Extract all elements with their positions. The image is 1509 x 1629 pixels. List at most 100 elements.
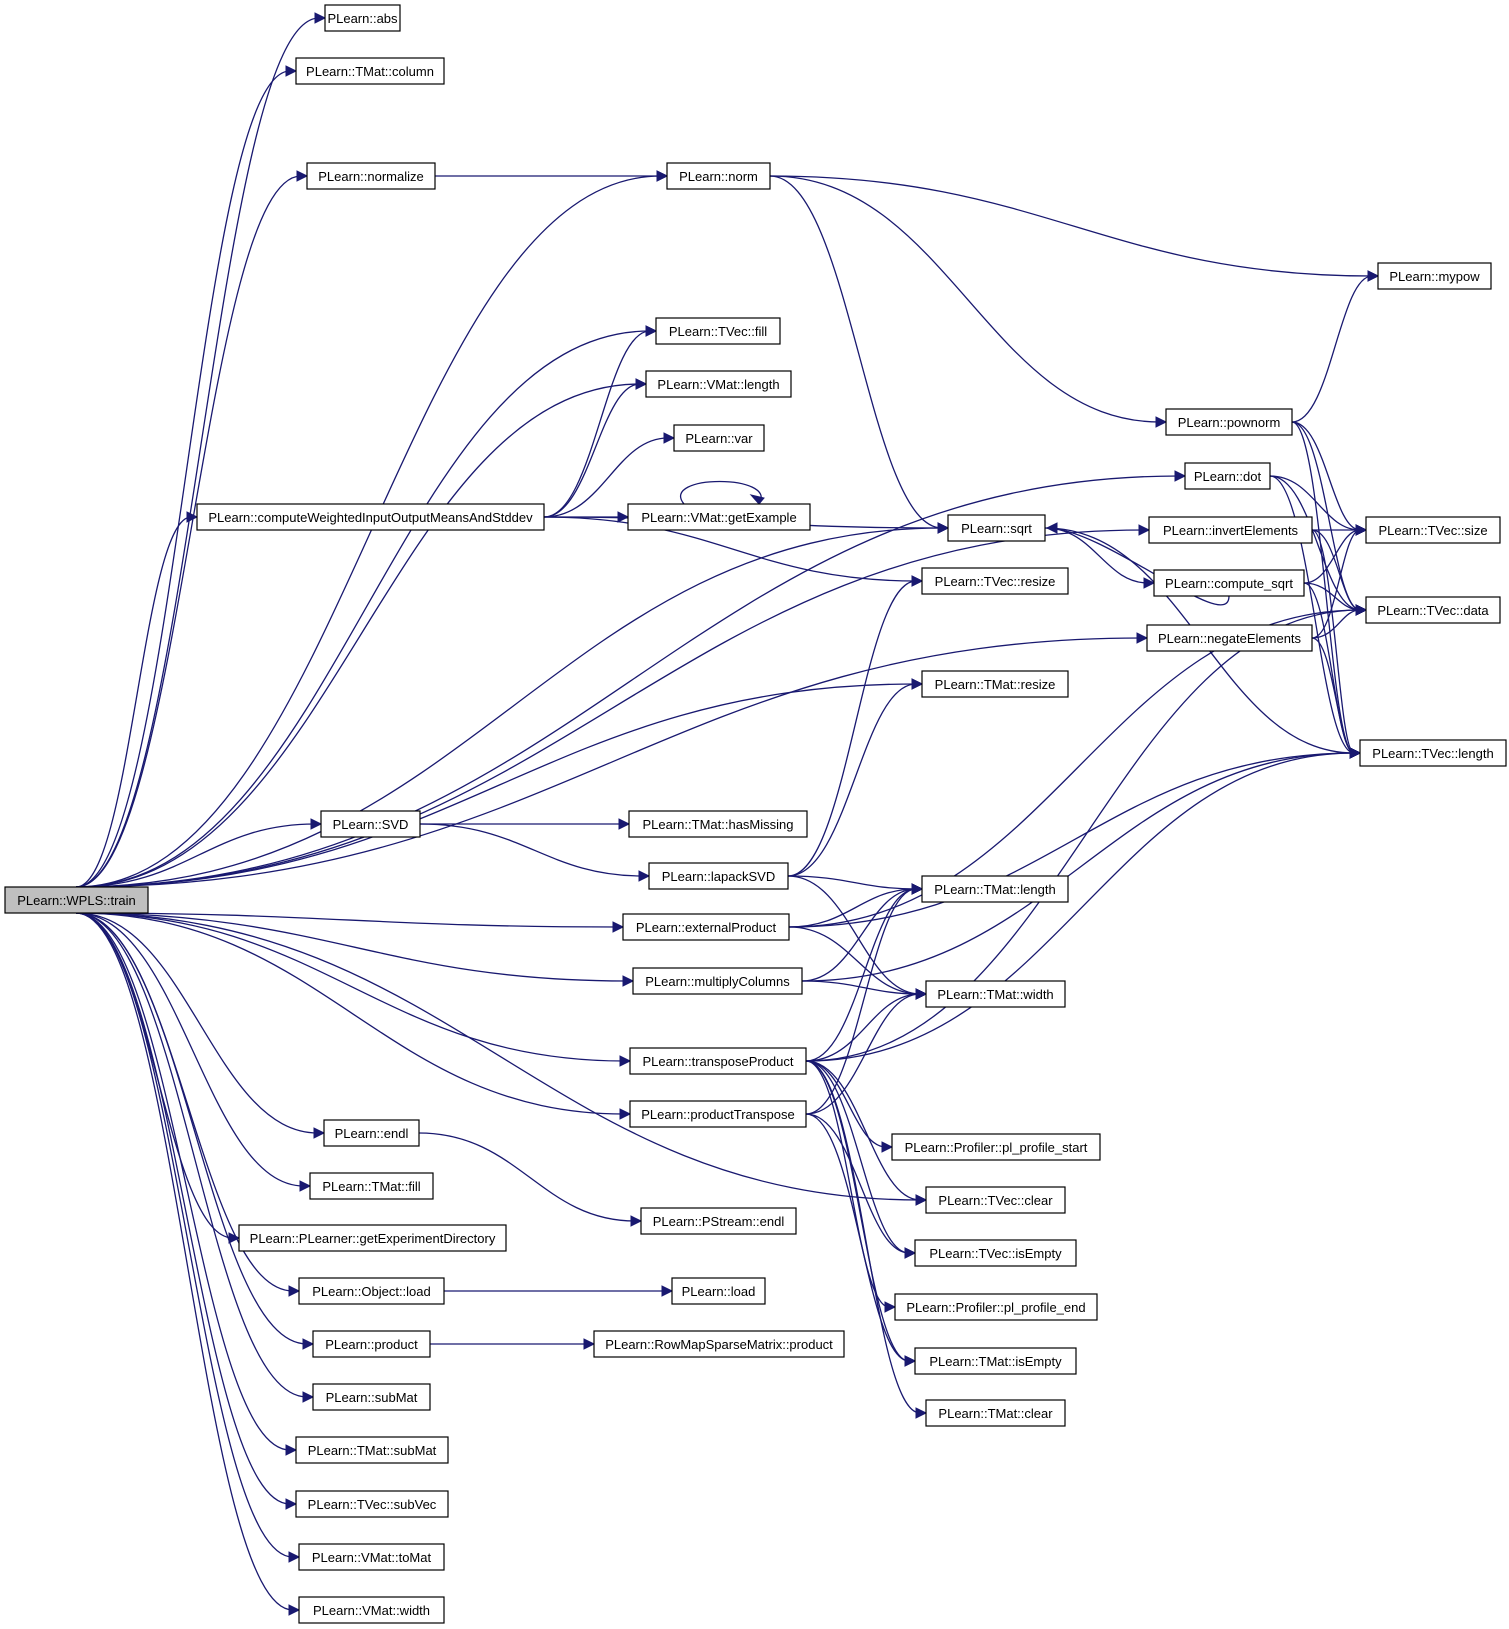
edge-line (805, 1113, 910, 1254)
edge-train-to-abs (75, 12, 327, 888)
node-box (925, 980, 1066, 1008)
edge-norm-to-mypow (769, 175, 1380, 282)
node-label: PLearn::transposeProduct (642, 1054, 793, 1069)
node-label: PLearn::TVec::fill (669, 324, 767, 339)
node-pownorm[interactable]: PLearn::pownorm (1165, 408, 1293, 436)
edge-line (1269, 475, 1361, 611)
function-nodes: PLearn::WPLS::train PLearn::absPLearn::TM… (4, 4, 1507, 1624)
edge-line (75, 527, 943, 888)
edge-line (805, 993, 921, 1115)
node-prof-start[interactable]: PLearn::Profiler::pl_profile_start (891, 1133, 1101, 1161)
node-box (947, 514, 1046, 542)
node-tmat-fill[interactable]: PLearn::TMat::fill (309, 1172, 434, 1200)
node-label: PLearn::dot (1194, 469, 1262, 484)
node-mypow[interactable]: PLearn::mypow (1377, 262, 1492, 290)
node-label: PLearn::subMat (326, 1390, 418, 1405)
edge-line (75, 516, 192, 888)
arrow-head-icon (1174, 470, 1187, 482)
node-vmat-tomat[interactable]: PLearn::VMat::toMat (298, 1543, 445, 1571)
node-box (324, 4, 401, 32)
arrow-head-icon (915, 988, 928, 1000)
node-tvec-size[interactable]: PLearn::TVec::size (1365, 516, 1501, 544)
node-tmat-resize[interactable]: PLearn::TMat::resize (921, 670, 1069, 698)
arrow-head-icon (310, 818, 323, 830)
node-dot[interactable]: PLearn::dot (1184, 462, 1271, 490)
edge-lapacksvd-to-tvec_resize (787, 575, 924, 877)
node-tvec-clear[interactable]: PLearn::TVec::clear (925, 1186, 1066, 1214)
node-tvec-subvec[interactable]: PLearn::TVec::subVec (295, 1490, 449, 1518)
node-tmat-column[interactable]: PLearn::TMat::column (295, 57, 445, 85)
node-obj-load[interactable]: PLearn::Object::load (298, 1277, 445, 1305)
node-rowmap-product[interactable]: PLearn::RowMapSparseMatrix::product (593, 1330, 845, 1358)
node-pstream-endl[interactable]: PLearn::PStream::endl (640, 1207, 797, 1235)
edge-line (75, 912, 625, 1062)
edge-cwio-to-var (543, 432, 676, 518)
edge-line (805, 888, 917, 1115)
node-tvec-length[interactable]: PLearn::TVec::length (1359, 739, 1507, 767)
node-tvec-resize[interactable]: PLearn::TVec::resize (921, 567, 1069, 595)
edge-line (1291, 421, 1355, 754)
node-prodtrans[interactable]: PLearn::productTranspose (629, 1100, 807, 1128)
node-tmat-width[interactable]: PLearn::TMat::width (925, 980, 1066, 1008)
edge-line (787, 875, 917, 890)
edge-cwio-to-vmat_length (543, 378, 648, 518)
edge-line (1303, 582, 1361, 611)
node-extprod[interactable]: PLearn::externalProduct (622, 913, 790, 941)
node-negate[interactable]: PLearn::negateElements (1146, 624, 1313, 652)
edge-prodtrans-to-tmat_width (805, 988, 928, 1115)
node-tvec-data[interactable]: PLearn::TVec::data (1365, 596, 1501, 624)
node-invert[interactable]: PLearn::invertElements (1148, 516, 1313, 544)
node-var[interactable]: PLearn::var (673, 424, 765, 452)
node-label: PLearn::TMat::column (306, 64, 434, 79)
node-normalize[interactable]: PLearn::normalize (306, 162, 436, 190)
node-vmat-width[interactable]: PLearn::VMat::width (298, 1596, 445, 1624)
edge-line (75, 330, 651, 888)
edge-line (788, 926, 921, 995)
node-load[interactable]: PLearn::load (671, 1277, 766, 1305)
node-multcols[interactable]: PLearn::multiplyColumns (632, 967, 803, 995)
node-label: PLearn::computeWeightedInputOutputMeansA… (208, 510, 533, 525)
node-compute-sqrt[interactable]: PLearn::compute_sqrt (1153, 569, 1305, 597)
node-vmat-length[interactable]: PLearn::VMat::length (645, 370, 792, 398)
node-label: PLearn::externalProduct (636, 920, 777, 935)
node-endl[interactable]: PLearn::endl (323, 1119, 420, 1147)
edge-line (801, 752, 1355, 982)
node-label: PLearn::product (325, 1337, 418, 1352)
node-box (894, 1293, 1098, 1321)
arrow-head-icon (622, 975, 635, 987)
node-box (298, 1596, 445, 1624)
node-transprod[interactable]: PLearn::transposeProduct (629, 1047, 807, 1075)
node-box (323, 1119, 420, 1147)
edge-extprod-to-tvec_data (788, 604, 1368, 928)
node-getexample[interactable]: PLearn::VMat::getExample (627, 503, 811, 531)
node-tvec-isempty[interactable]: PLearn::TVec::isEmpty (914, 1239, 1077, 1267)
node-hasmissing[interactable]: PLearn::TMat::hasMissing (628, 810, 808, 838)
node-tmat-length[interactable]: PLearn::TMat::length (921, 875, 1069, 903)
node-tmat-clear[interactable]: PLearn::TMat::clear (925, 1399, 1066, 1427)
node-box (320, 810, 421, 838)
node-box (4, 886, 149, 914)
node-lapacksvd[interactable]: PLearn::lapackSVD (648, 862, 789, 890)
edge-line (75, 912, 319, 1134)
edge-negate-to-tvec_size (1311, 524, 1368, 639)
node-train[interactable]: PLearn::WPLS::train (4, 886, 149, 914)
node-svd[interactable]: PLearn::SVD (320, 810, 421, 838)
node-getexpdir[interactable]: PLearn::PLearner::getExperimentDirectory (238, 1224, 507, 1252)
node-tmat-submat[interactable]: PLearn::TMat::subMat (295, 1436, 449, 1464)
node-product[interactable]: PLearn::product (312, 1330, 431, 1358)
node-abs[interactable]: PLearn::abs (324, 4, 401, 32)
node-sqrt[interactable]: PLearn::sqrt (947, 514, 1046, 542)
node-box (627, 503, 811, 531)
node-tvec-fill[interactable]: PLearn::TVec::fill (655, 317, 781, 345)
edge-product-to-rowmap_product (430, 1338, 596, 1350)
edge-train-to-cwio (75, 511, 199, 888)
node-box (1184, 462, 1271, 490)
edge-line (680, 480, 762, 505)
node-norm[interactable]: PLearn::norm (666, 162, 771, 190)
node-prof-end[interactable]: PLearn::Profiler::pl_profile_end (894, 1293, 1098, 1321)
edge-pownorm-to-mypow (1291, 270, 1380, 423)
node-submat[interactable]: PLearn::subMat (312, 1383, 431, 1411)
node-tmat-isempty[interactable]: PLearn::TMat::isEmpty (914, 1347, 1077, 1375)
node-box (925, 1186, 1066, 1214)
node-cwio[interactable]: PLearn::computeWeightedInputOutputMeansA… (196, 503, 545, 531)
